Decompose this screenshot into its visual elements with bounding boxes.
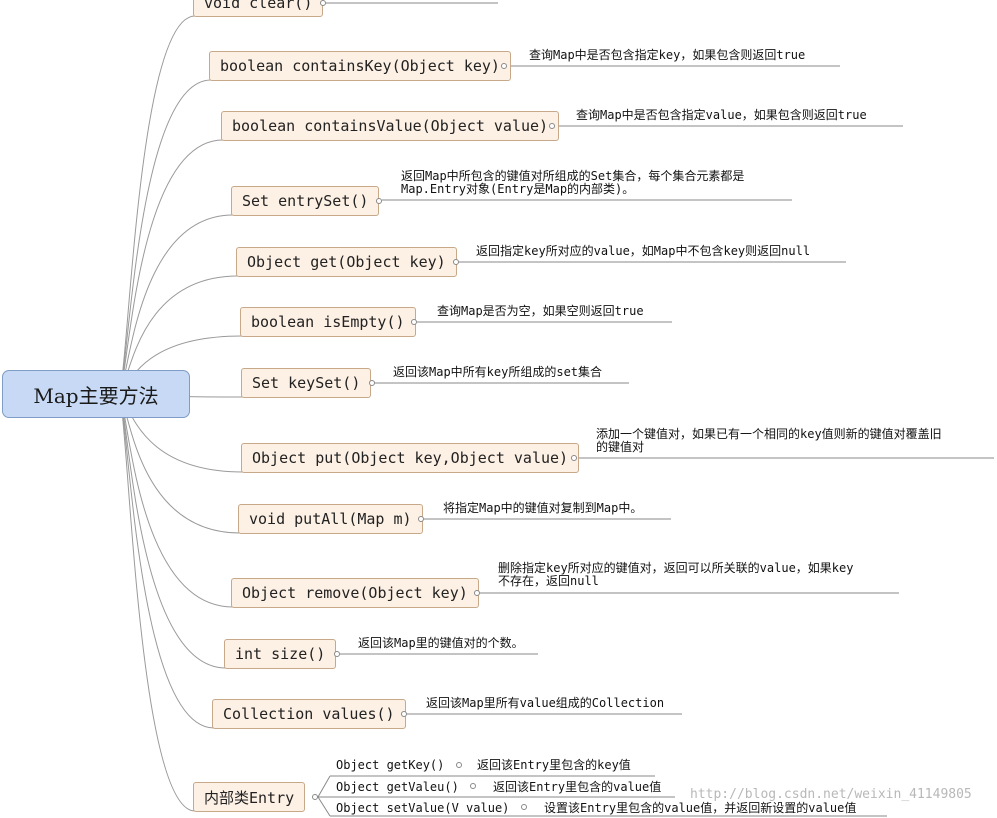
method-signature: boolean isEmpty() bbox=[251, 313, 405, 331]
collapse-toggle-entryset[interactable] bbox=[376, 198, 382, 204]
entry-node[interactable]: 内部类Entry bbox=[193, 782, 306, 812]
description-underline bbox=[317, 796, 331, 817]
description-underline bbox=[317, 775, 331, 798]
method-description: 查询Map中是否包含指定key，如果包含则返回true bbox=[529, 48, 806, 62]
method-node-get[interactable]: Object get(Object key) bbox=[236, 247, 457, 277]
branch-connector bbox=[119, 393, 196, 812]
entry-method-description: 返回该Entry里包含的key值 bbox=[477, 758, 631, 772]
method-signature: void putAll(Map m) bbox=[249, 510, 412, 528]
method-node-putall[interactable]: void putAll(Map m) bbox=[238, 504, 423, 534]
collapse-toggle-containskey[interactable] bbox=[501, 63, 507, 69]
collapse-toggle-size[interactable] bbox=[334, 651, 340, 657]
collapse-toggle-put[interactable] bbox=[571, 455, 577, 461]
method-node-remove[interactable]: Object remove(Object key) bbox=[231, 578, 479, 608]
root-topic[interactable]: Map主要方法 bbox=[2, 370, 190, 418]
entry-method-signature[interactable]: Object getValeu() bbox=[336, 780, 459, 794]
collapse-toggle-clear[interactable] bbox=[320, 0, 326, 6]
method-signature: void clear() bbox=[204, 0, 313, 12]
method-node-containskey[interactable]: boolean containsKey(Object key) bbox=[209, 51, 511, 81]
method-signature: Object put(Object key,Object value) bbox=[252, 449, 569, 467]
method-signature: Set entrySet() bbox=[242, 192, 369, 210]
method-signature: boolean containsValue(Object value) bbox=[232, 117, 549, 135]
entry-method-description: 设置该Entry里包含的value值，并返回新设置的value值 bbox=[544, 801, 857, 815]
collapse-toggle-isempty[interactable] bbox=[411, 319, 417, 325]
branch-connector bbox=[119, 79, 212, 395]
entry-method-signature[interactable]: Object setValue(V value) bbox=[336, 801, 510, 815]
method-node-clear[interactable]: void clear() bbox=[193, 0, 324, 17]
method-node-isempty[interactable]: boolean isEmpty() bbox=[240, 307, 416, 337]
collapse-toggle-containsvalue[interactable] bbox=[549, 123, 555, 129]
method-description: 查询Map是否为空，如果空则返回true bbox=[437, 304, 644, 318]
method-node-values[interactable]: Collection values() bbox=[212, 699, 406, 729]
root-label: Map主要方法 bbox=[33, 383, 159, 408]
method-node-entryset[interactable]: Set entrySet() bbox=[231, 186, 380, 216]
method-node-keyset[interactable]: Set keySet() bbox=[241, 368, 372, 398]
method-signature: boolean containsKey(Object key) bbox=[220, 57, 500, 75]
branch-connector bbox=[119, 214, 234, 395]
method-description: 查询Map中是否包含指定value，如果包含则返回true bbox=[576, 108, 867, 122]
collapse-toggle-getvaleu[interactable] bbox=[470, 783, 476, 789]
method-description: 返回该Map中所有key所组成的set集合 bbox=[393, 365, 603, 379]
method-description: 返回该Map里所有value组成的Collection bbox=[426, 696, 665, 710]
branch-connector bbox=[119, 393, 227, 669]
method-description: 添加一个键值对，如果已有一个相同的key值则新的键值对覆盖旧 的键值对 bbox=[596, 427, 942, 454]
collapse-toggle-keyset[interactable] bbox=[369, 380, 375, 386]
collapse-toggle-get[interactable] bbox=[453, 259, 459, 265]
branch-connector bbox=[119, 393, 234, 608]
collapse-toggle-setvalue[interactable] bbox=[521, 804, 527, 810]
method-description: 返回Map中所包含的键值对所组成的Set集合，每个集合元素都是 Map.Entr… bbox=[401, 169, 745, 196]
method-description: 返回该Map里的键值对的个数。 bbox=[358, 636, 524, 650]
method-node-size[interactable]: int size() bbox=[224, 639, 337, 669]
method-signature: int size() bbox=[235, 645, 326, 663]
entry-method-signature[interactable]: Object getKey() bbox=[336, 758, 445, 772]
collapse-toggle-getkey[interactable] bbox=[456, 762, 462, 768]
collapse-toggle-values[interactable] bbox=[401, 711, 407, 717]
branch-connector bbox=[119, 15, 196, 395]
entry-label: 内部类Entry bbox=[204, 788, 295, 807]
method-node-put[interactable]: Object put(Object key,Object value) bbox=[241, 443, 580, 473]
method-signature: Collection values() bbox=[223, 705, 395, 723]
collapse-toggle-remove[interactable] bbox=[474, 590, 480, 596]
method-signature: Object get(Object key) bbox=[247, 253, 446, 271]
method-signature: Set keySet() bbox=[252, 374, 361, 392]
collapse-toggle-entry[interactable] bbox=[312, 794, 318, 800]
entry-method-description: 返回该Entry里包含的value值 bbox=[493, 780, 662, 794]
method-description: 返回指定key所对应的value，如Map中不包含key则返回null bbox=[476, 244, 811, 258]
method-description: 删除指定key所对应的键值对，返回可以所关联的value，如果key 不存在，返… bbox=[498, 561, 854, 588]
collapse-toggle-putall[interactable] bbox=[418, 516, 424, 522]
method-signature: Object remove(Object key) bbox=[242, 584, 468, 602]
watermark-text: http://blog.csdn.net/weixin_41149805 bbox=[690, 787, 972, 802]
method-description: 将指定Map中的键值对复制到Map中。 bbox=[443, 501, 643, 515]
method-node-containsvalue[interactable]: boolean containsValue(Object value) bbox=[221, 111, 560, 141]
branch-connector bbox=[119, 393, 215, 729]
